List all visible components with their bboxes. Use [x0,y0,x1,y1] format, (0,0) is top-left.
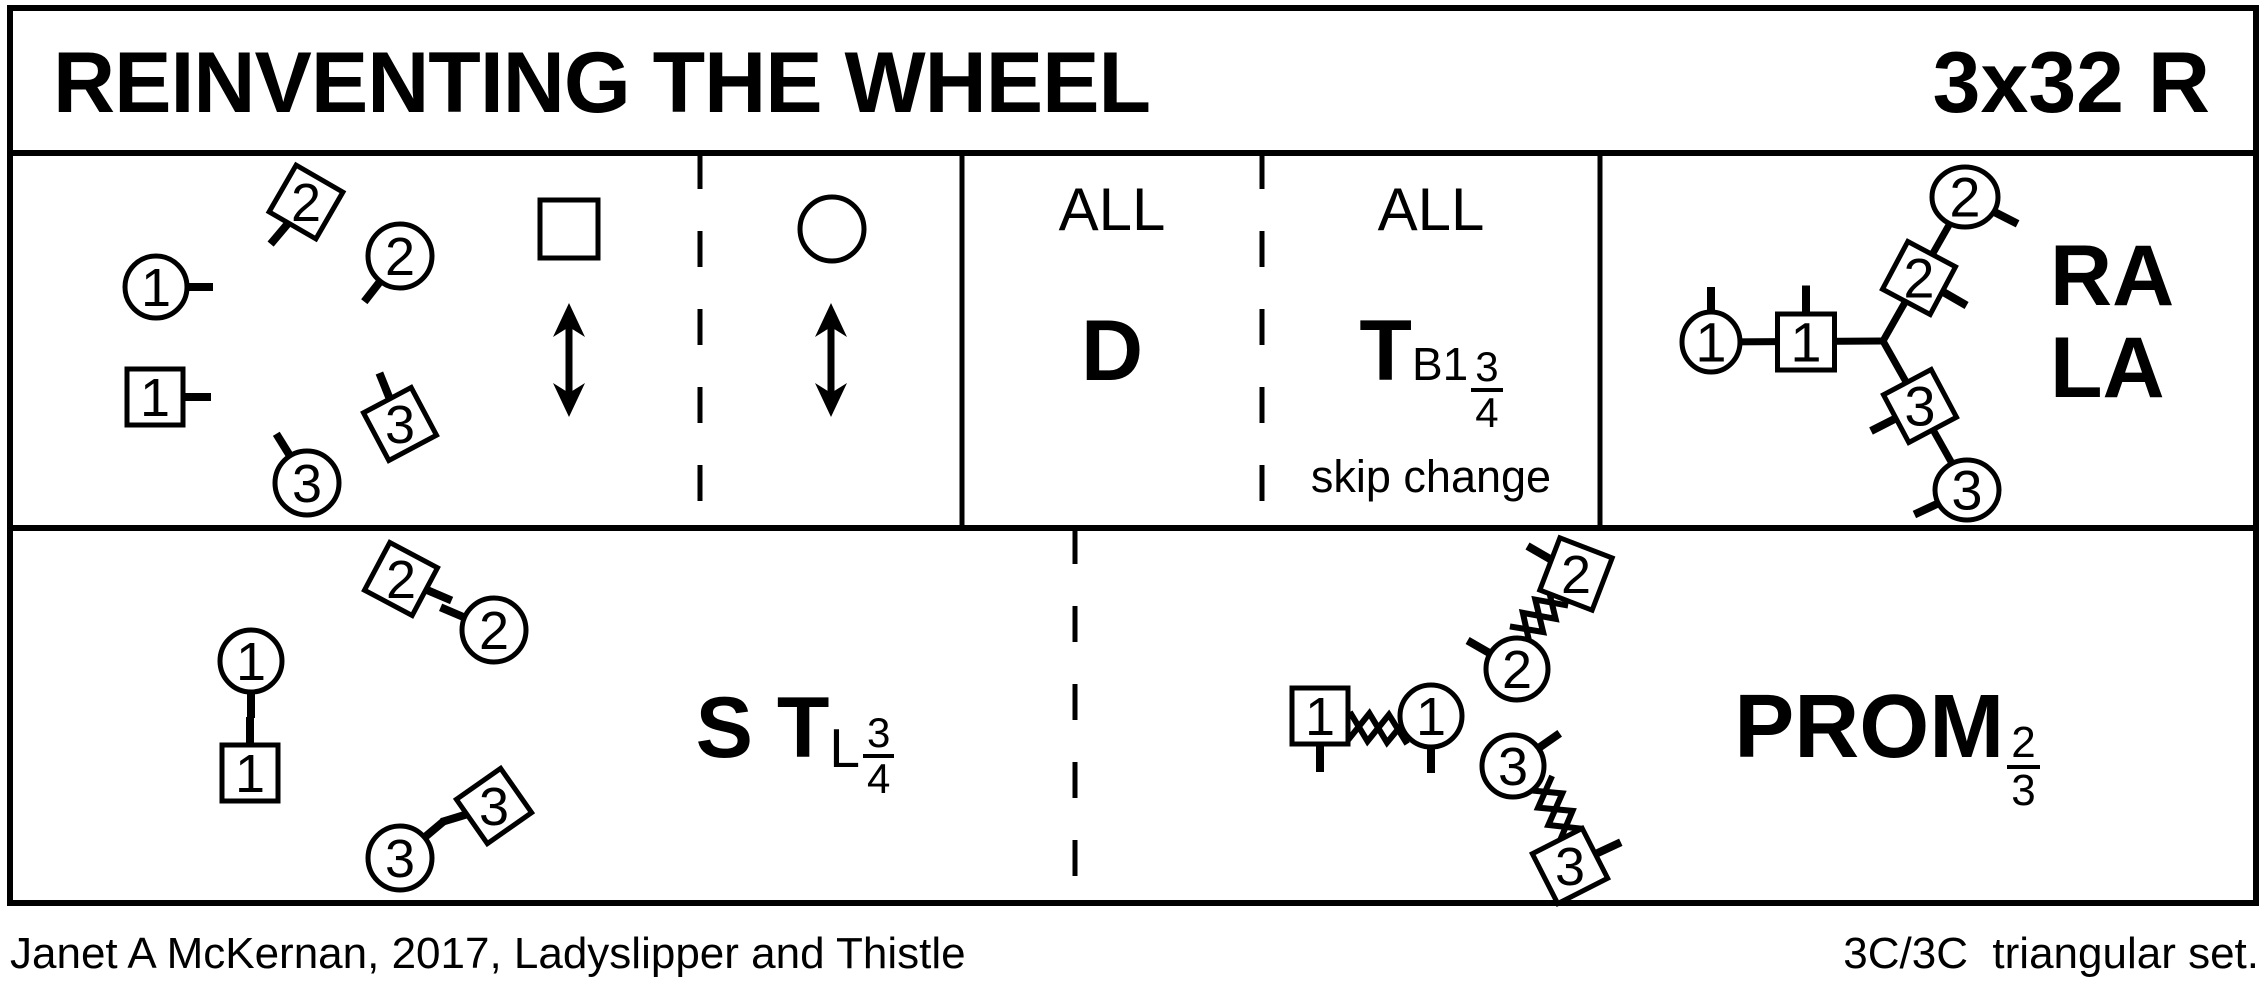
set-turn-symbol: S T [695,680,830,776]
svg-text:1: 1 [1305,687,1335,747]
dancer-man-3: 3 [360,371,440,464]
bar-label-all-turn: ALL [1377,176,1485,243]
up-down-arrow-icon [815,303,847,417]
dancer-man-1: 1 [124,366,211,428]
dancer-man-2: 2 [1525,534,1616,614]
promenade-hold-zigzags [1345,585,1584,845]
dancer-lady-1: 1 [122,253,213,321]
dancer-man-1: 1 [1289,685,1351,772]
up-down-arrow-icon [553,303,585,417]
dancer-man-3: 3 [440,764,536,848]
left-hands-across-label: LA [2050,320,2165,416]
set-turn-fraction-numerator: 3 [867,709,891,756]
dance-round-symbol: D [1080,303,1144,399]
outer-border [7,5,2259,906]
wheel-diagram [1710,195,1971,492]
set-turn-hand-subscript: L [829,717,861,779]
promenade-fraction-numerator: 2 [2011,718,2036,767]
right-hands-across-label: RA [2050,228,2175,324]
turn-hold-subscript: B1 [1411,338,1469,390]
facing-square-marker [537,197,601,261]
set-turn-fraction-denominator: 4 [863,754,895,800]
dancer-lady-3: 3 [272,431,342,518]
dancer-man-1: 1 [1775,285,1837,374]
svg-text:2: 2 [291,173,321,233]
turn-fraction-denominator: 4 [1471,388,1503,434]
svg-text:2: 2 [1949,166,1980,229]
figure-wheel-labels: RA LA [2050,230,2174,414]
svg-text:3: 3 [385,395,415,455]
dancer-lady-2: 2 [439,595,529,665]
note-skip-change: skip change [1310,451,1552,502]
dancer-lady-1: 1 [1397,682,1465,773]
dancer-lady-3: 3 [1912,457,2002,523]
svg-text:2: 2 [479,601,509,661]
dancer-man-3: 3 [1528,824,1623,908]
dance-code: 3x32 R [1932,35,2210,131]
svg-text:3: 3 [479,777,509,837]
svg-text:1: 1 [235,744,265,804]
svg-text:1: 1 [1790,311,1821,374]
svg-text:1: 1 [1695,311,1726,374]
svg-text:2: 2 [1502,640,1532,700]
svg-text:1: 1 [141,258,171,318]
svg-text:3: 3 [1951,459,1982,522]
turn-fraction-numerator: 3 [1475,343,1499,390]
svg-text:1: 1 [140,368,170,428]
after-set-dancers: 2 2 1 1 3 3 [217,539,536,893]
svg-text:3: 3 [385,829,415,889]
svg-text:2: 2 [385,227,415,287]
dancer-man-2: 2 [1879,238,1969,318]
dancer-lady-1: 1 [217,627,285,718]
start-set-dancers: 2 2 1 1 3 3 [122,161,440,518]
deviser-credit: Janet A McKernan, 2017, Ladyslipper and … [10,929,966,978]
svg-text:2: 2 [1561,545,1591,605]
dancer-man-2: 2 [361,539,454,619]
promenade-fraction-denominator: 3 [2007,765,2040,813]
svg-text:1: 1 [236,632,266,692]
dancer-man-3: 3 [1869,366,1960,446]
promenade-symbol: PROM [1734,677,2005,777]
dancer-lady-3: 3 [365,817,447,893]
svg-text:3: 3 [1555,837,1585,897]
set-type-note: 3C/3C triangular set. [1843,929,2259,978]
dancer-lady-2: 2 [1465,635,1551,703]
dancer-lady-2: 2 [361,221,435,305]
svg-text:3: 3 [1904,375,1935,438]
svg-text:3: 3 [292,454,322,514]
svg-text:1: 1 [1416,687,1446,747]
svg-text:3: 3 [1498,737,1528,797]
facing-circle-marker [797,194,867,264]
dancer-lady-2: 2 [1929,164,2020,230]
dance-title: REINVENTING THE WHEEL [53,35,1151,131]
up-down-arrows [553,303,847,417]
figure-dance-round: D [962,308,1262,394]
dancer-lady-3: 3 [1479,730,1562,800]
facing-markers [537,194,867,264]
turn-symbol: T [1359,303,1412,399]
dancer-man-2: 2 [265,161,347,247]
dancer-lady-1: 1 [1679,287,1743,375]
svg-text:2: 2 [386,550,416,610]
dancer-man-1: 1 [219,717,281,804]
bar-label-all-dance: ALL [1058,176,1166,243]
svg-text:2: 2 [1903,247,1934,310]
grid [7,5,2259,906]
